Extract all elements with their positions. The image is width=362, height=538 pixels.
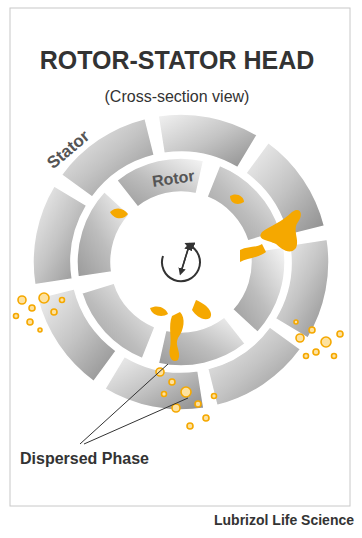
droplet xyxy=(39,293,49,303)
subtitle: (Cross-section view) xyxy=(0,88,358,106)
droplet xyxy=(14,314,19,319)
frame-border xyxy=(10,8,350,506)
fluid-blob xyxy=(110,208,128,218)
droplet xyxy=(169,379,175,385)
droplet xyxy=(294,320,298,324)
droplet xyxy=(212,394,217,399)
droplet xyxy=(51,309,57,315)
droplet xyxy=(27,319,33,325)
credit-label: Lubrizol Life Science xyxy=(214,512,354,528)
droplet xyxy=(162,392,167,397)
rotation-tick xyxy=(181,246,189,272)
fluid-blob xyxy=(150,306,168,316)
droplet xyxy=(18,296,26,304)
droplet xyxy=(309,327,315,333)
droplet xyxy=(296,334,304,342)
fluid-blob xyxy=(240,244,266,262)
droplet xyxy=(29,305,35,311)
droplet xyxy=(313,349,319,355)
rotation-tick xyxy=(181,246,189,272)
droplet xyxy=(60,298,65,303)
droplet xyxy=(332,354,337,359)
droplets xyxy=(14,293,344,429)
droplet xyxy=(203,415,209,421)
droplet xyxy=(337,331,343,337)
droplet xyxy=(321,337,331,347)
title: ROTOR-STATOR HEAD xyxy=(0,46,358,75)
fluid-blob xyxy=(260,210,301,252)
droplet xyxy=(187,423,193,429)
fluid-blob xyxy=(169,312,183,361)
rotation-arrow-icon xyxy=(162,245,200,281)
rotation-arc xyxy=(162,245,200,281)
droplet xyxy=(181,387,191,397)
rotor-hub-space xyxy=(112,193,250,331)
leader-line xyxy=(80,364,168,444)
droplet xyxy=(172,404,180,412)
rotor-stator-ring xyxy=(33,114,329,410)
leader-line xyxy=(84,398,188,444)
droplet xyxy=(304,354,309,359)
leader-lines xyxy=(80,364,188,444)
droplet xyxy=(195,401,201,407)
dispersed-phase-fluid xyxy=(110,194,301,361)
droplet xyxy=(38,328,42,332)
fluid-blob xyxy=(192,300,211,319)
dispersed-phase-label: Dispersed Phase xyxy=(20,450,149,468)
fluid-blob xyxy=(230,194,244,204)
